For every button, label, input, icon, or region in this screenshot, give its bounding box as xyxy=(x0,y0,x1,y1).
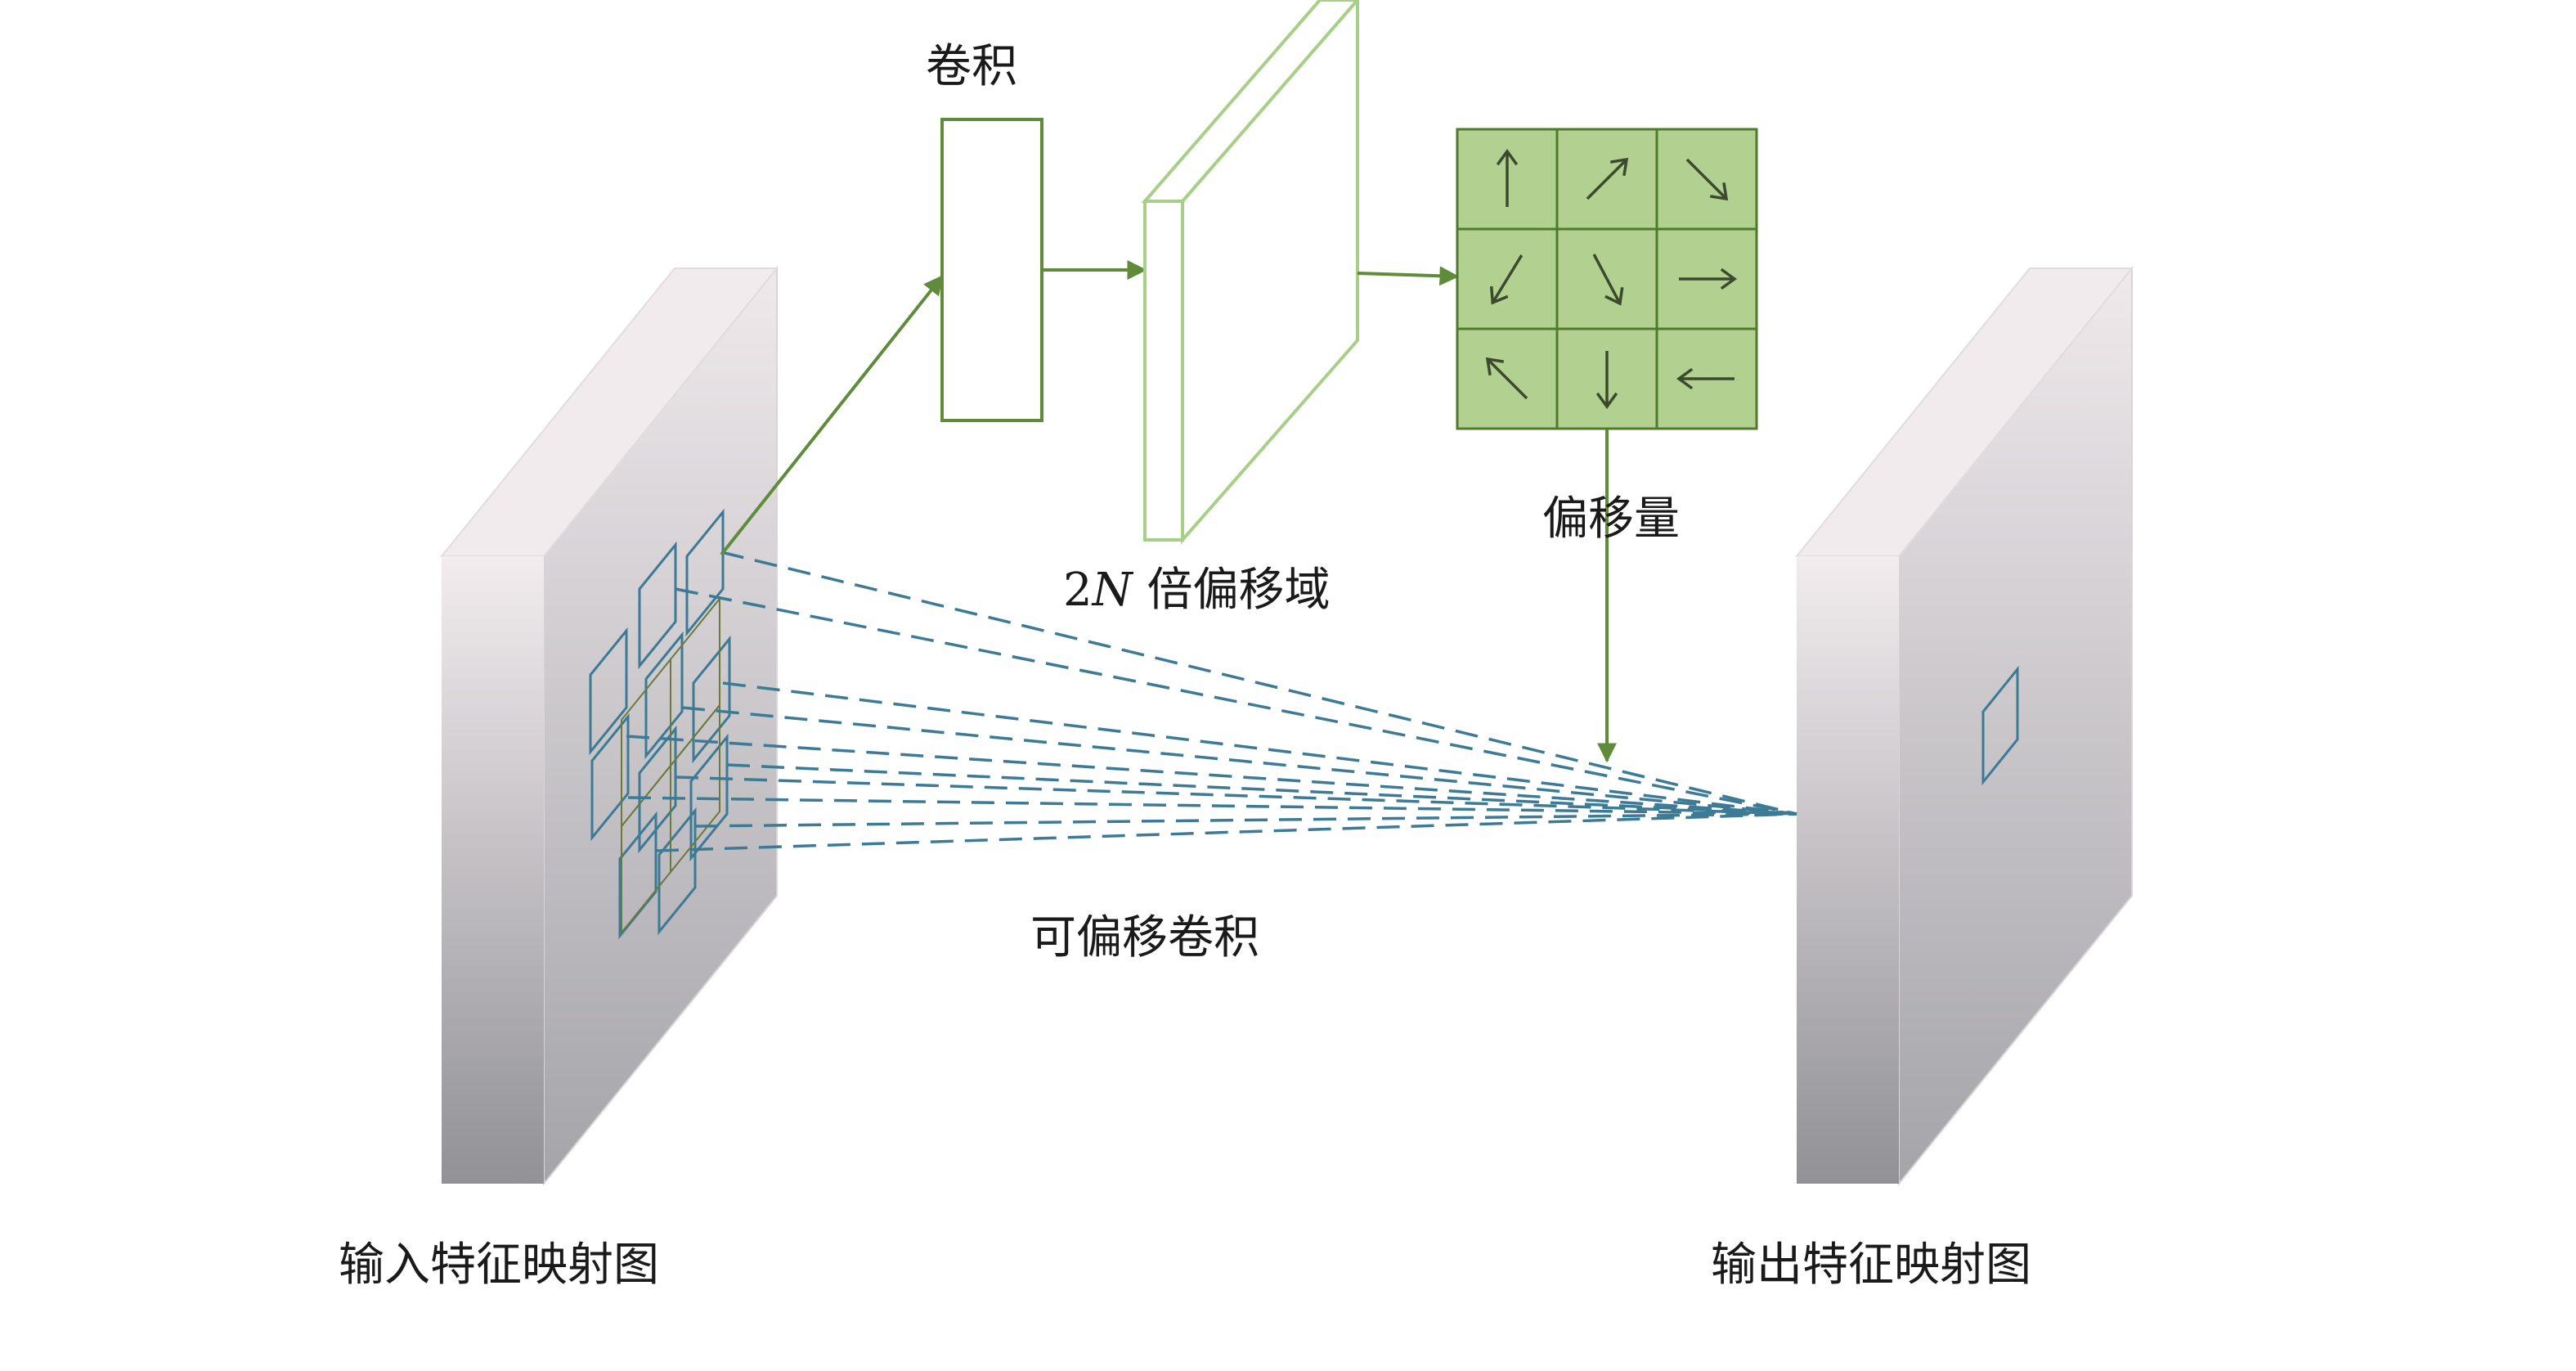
projection-line xyxy=(626,735,1797,816)
projection-line xyxy=(627,796,1797,816)
conv-branch xyxy=(720,0,1460,556)
kernel-cell xyxy=(644,631,684,760)
offset-field-slab xyxy=(1141,0,1360,545)
projection-line xyxy=(694,812,1797,828)
offset-cell xyxy=(1655,227,1758,330)
offset-cell xyxy=(1456,227,1559,330)
regular-grid xyxy=(621,596,720,935)
input-map-front xyxy=(442,556,544,1184)
deformable-conv-label: 可偏移卷积 xyxy=(1030,911,1259,964)
slab-front xyxy=(1143,200,1184,542)
output-cell xyxy=(1981,665,2019,786)
kernel-cell xyxy=(618,811,657,940)
offset-grid xyxy=(1456,128,1758,430)
input-map-label: 输入特征映射图 xyxy=(339,1238,659,1292)
projection-line xyxy=(726,763,1797,816)
down-right-arrow-icon xyxy=(1685,158,1729,201)
offsets-label: 偏移量 xyxy=(1542,492,1680,546)
output-map-front xyxy=(1797,556,1899,1184)
output-map-label: 输出特征映射图 xyxy=(1711,1238,2031,1292)
arrow-to-conv xyxy=(720,275,944,556)
kernel-cell xyxy=(689,733,729,862)
projection-line xyxy=(681,706,1797,816)
offset-field-label: 2N 倍偏移域 xyxy=(1063,564,1330,617)
kernel-cell xyxy=(638,541,677,670)
kernel-cell xyxy=(590,712,630,842)
down-left-arrow-icon xyxy=(1489,254,1524,305)
up-left-arrow-icon xyxy=(1485,357,1528,400)
conv-block xyxy=(940,118,1043,422)
kernel-cell xyxy=(685,508,725,637)
left-arrow-icon xyxy=(1676,367,1735,390)
grid-cell xyxy=(670,703,720,874)
down-right-steep-arrow-icon xyxy=(1592,254,1624,306)
arrow-to-offsets xyxy=(1357,266,1460,286)
projection-line xyxy=(675,775,1797,816)
projection-lines xyxy=(626,551,1797,852)
offset-field-prefix: 2 xyxy=(1063,564,1093,617)
kernel-cell xyxy=(692,635,731,764)
projection-line xyxy=(675,587,1797,816)
kernel-cell xyxy=(638,725,677,854)
down-arrow-icon xyxy=(1595,351,1618,409)
offset-field-var: N xyxy=(1091,564,1134,617)
kernel-cell xyxy=(589,627,628,756)
offset-cell xyxy=(1655,327,1758,430)
right-arrow-icon xyxy=(1679,267,1737,290)
up-arrow-icon xyxy=(1496,149,1519,207)
projection-line xyxy=(722,681,1797,816)
up-right-arrow-icon xyxy=(1586,157,1629,200)
offset-field-suffix: 倍偏移域 xyxy=(1133,564,1331,617)
projection-line xyxy=(655,812,1797,852)
input-feature-map xyxy=(439,266,779,1186)
conv-label: 卷积 xyxy=(926,40,1017,93)
kernel-cell xyxy=(657,807,697,936)
output-feature-map xyxy=(1794,266,2134,1186)
sampling-kernels xyxy=(589,508,731,940)
projection-line xyxy=(720,551,1797,816)
